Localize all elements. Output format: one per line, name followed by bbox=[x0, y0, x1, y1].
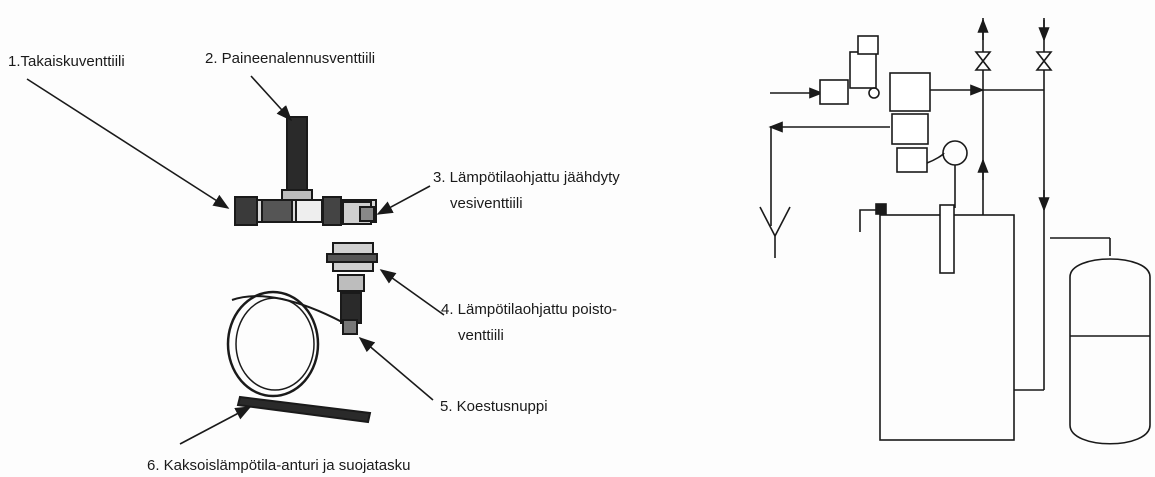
schematic-drain-valve bbox=[891, 113, 929, 145]
label-pressure-reducing-valve: 2. Paineenalennusventtiili bbox=[205, 50, 375, 67]
label-cooling-valve-line1: 3. Lämpötilaohjattu jäähdyty bbox=[433, 169, 620, 186]
label-drain-valve-line1: 4. Lämpötilaohjattu poisto- bbox=[441, 301, 617, 318]
schematic-cooling-valve bbox=[889, 72, 931, 112]
piping-schematic bbox=[759, 18, 1151, 445]
probe-pocket bbox=[340, 292, 362, 324]
label-drain-valve-line2: venttiili bbox=[458, 327, 504, 344]
label-cooling-valve-line2: vesiventtiili bbox=[450, 195, 523, 212]
schematic-sensor-pocket bbox=[939, 204, 955, 274]
capillary-coil bbox=[226, 290, 320, 398]
sensor-rod bbox=[236, 395, 372, 424]
label-check-valve: 1.Takaiskuventtiili bbox=[8, 53, 125, 70]
label-test-knob: 5. Koestusnuppi bbox=[440, 398, 548, 415]
leader-lines bbox=[26, 75, 445, 445]
label-dual-sensor: 6. Kaksoislämpötila-anturi ja suojatasku bbox=[147, 457, 410, 474]
schematic-pressure-reducer bbox=[849, 51, 877, 89]
check-valve-end bbox=[234, 196, 258, 226]
expansion-vessel bbox=[1069, 258, 1151, 445]
schematic-valve-b bbox=[1035, 51, 1053, 71]
schematic-check-valve bbox=[819, 79, 849, 105]
valve-assembly bbox=[226, 116, 378, 424]
schematic-valve-a bbox=[974, 51, 992, 71]
pressure-reducer-body bbox=[286, 116, 308, 196]
